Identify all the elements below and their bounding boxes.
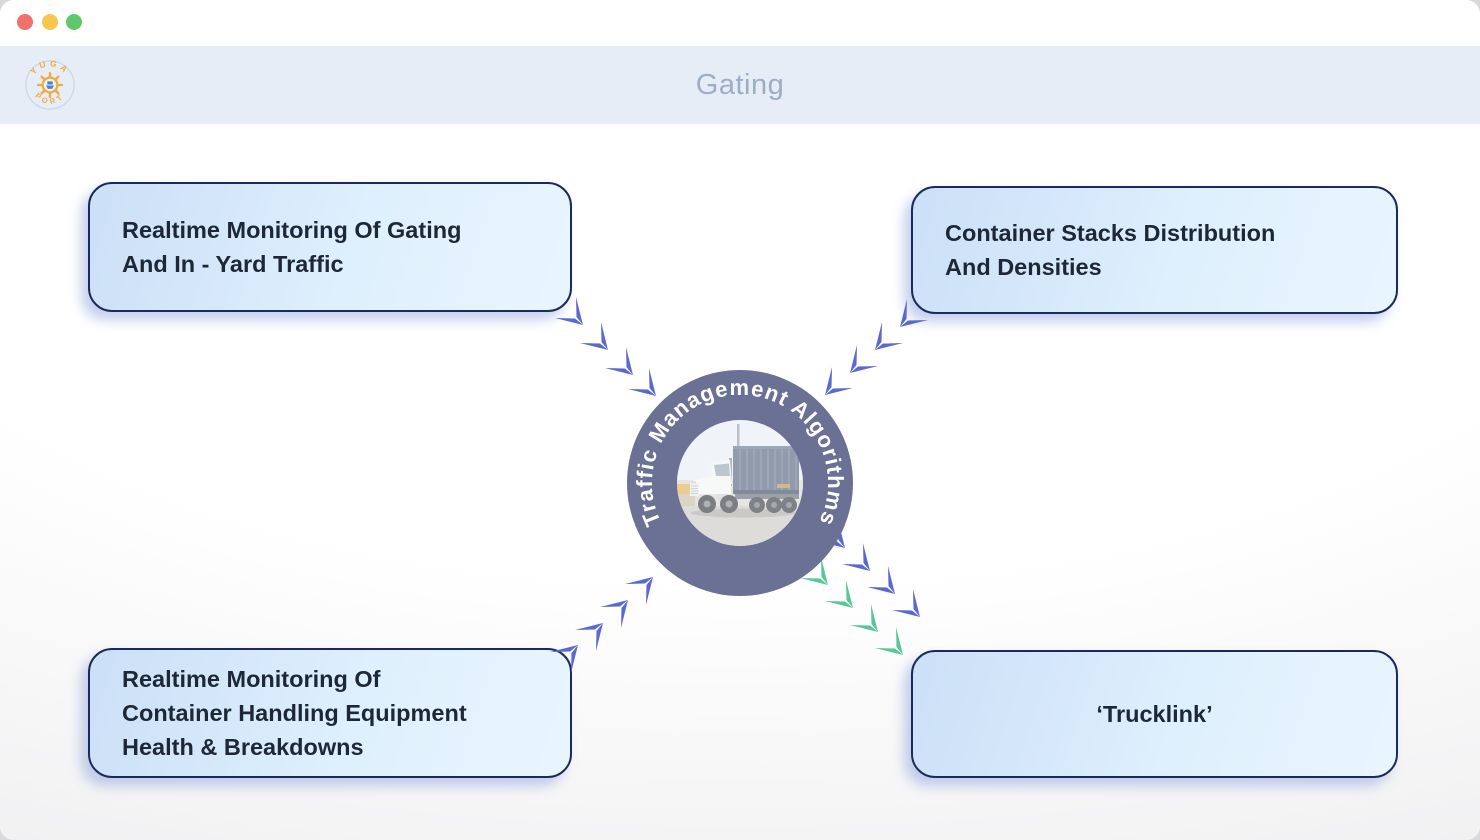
titlebar xyxy=(0,0,1480,46)
node-text-line: And In - Yard Traffic xyxy=(122,251,344,277)
truck-cab-icon xyxy=(690,458,738,513)
chevron-arrow-icon xyxy=(575,623,603,651)
page-title: Gating xyxy=(695,69,785,101)
chevron-arrow-icon xyxy=(800,557,828,585)
diagram-node-top-right: Container Stacks Distribution And Densit… xyxy=(911,186,1398,314)
chevron-arrow-icon xyxy=(825,367,853,395)
diagram-node-top-left: Realtime Monitoring Of Gating And In - Y… xyxy=(88,182,572,312)
container-icon xyxy=(733,446,799,494)
chevron-arrow-icon xyxy=(850,345,878,373)
chevron-arrow-icon xyxy=(875,627,903,655)
chevron-arrow-icon xyxy=(628,368,656,396)
chevron-arrow-icon xyxy=(825,580,853,608)
chevron-arrow-icon xyxy=(867,566,895,594)
ship-icon xyxy=(45,81,55,89)
close-button[interactable] xyxy=(17,14,33,30)
chevron-arrow-icon xyxy=(875,322,903,350)
chevron-arrow-icon xyxy=(600,600,628,628)
node-text-line: ‘Trucklink’ xyxy=(1096,701,1213,727)
diagram-canvas: Realtime Monitoring Of Gating And In - Y… xyxy=(0,124,1480,840)
chevron-arrow-icon xyxy=(605,347,633,375)
zoom-button[interactable] xyxy=(66,14,82,30)
chevron-arrow-icon xyxy=(850,604,878,632)
chevron-arrow-icon xyxy=(625,577,653,605)
chevron-arrow-icon xyxy=(900,299,928,327)
diagram-node-bottom-left: Realtime Monitoring Of Container Handlin… xyxy=(88,648,572,778)
yuga-port-logo: YUGA PORT xyxy=(25,59,75,110)
node-text-line: Realtime Monitoring Of Gating xyxy=(122,217,462,243)
node-text-line: And Densities xyxy=(945,254,1102,280)
node-text-line: Realtime Monitoring Of xyxy=(122,666,381,692)
minimize-button[interactable] xyxy=(42,14,58,30)
chevron-arrow-icon xyxy=(580,322,608,350)
chevron-arrow-icon xyxy=(892,589,920,617)
chevron-arrow-icon xyxy=(555,297,583,325)
node-text-line: Container Handling Equipment xyxy=(122,700,467,726)
ship-wheel-icon xyxy=(36,71,64,99)
node-text-line: Container Stacks Distribution xyxy=(945,220,1276,246)
node-text-line: Health & Breakdowns xyxy=(122,734,364,760)
truck-photo xyxy=(677,420,803,546)
chevron-arrow-icon xyxy=(550,645,578,673)
chevron-arrow-icon xyxy=(842,543,870,571)
app-header: YUGA PORT Gating xyxy=(0,46,1480,124)
diagram-node-bottom-right: ‘Trucklink’ xyxy=(911,650,1398,778)
